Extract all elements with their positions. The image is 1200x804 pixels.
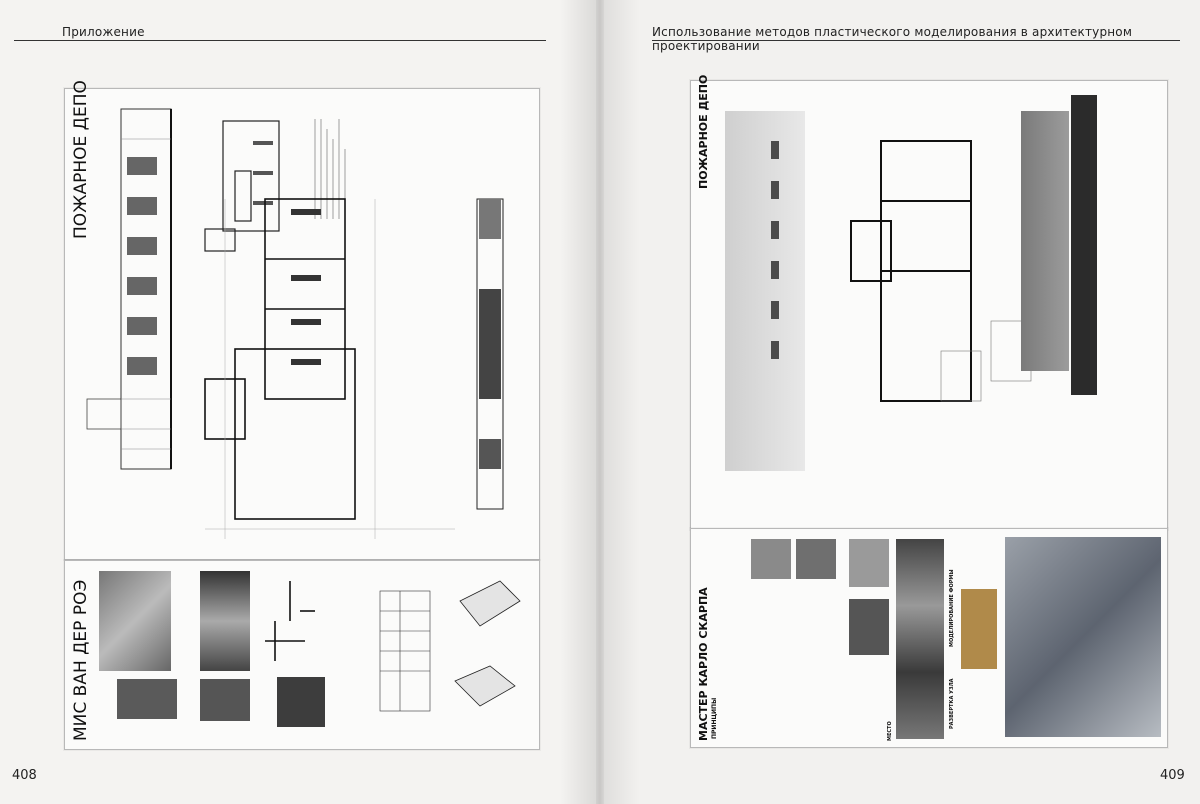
photo-curtain-wall [200,571,250,671]
left-page: Приложение ПОЖАРНОЕ ДЕПО [0,0,596,804]
page-number-left: 408 [12,768,37,783]
sheet-title: ПОЖАРНОЕ ДЕПО [697,74,710,189]
photo-scarpa-2 [796,539,836,579]
photo-facade [99,571,171,671]
sheet-title: МАСТЕР КАРЛО СКАРПА [697,587,710,741]
sheet-fire-depot-right: ПОЖАРНОЕ ДЕПО [690,75,1168,530]
facade-render [725,111,805,471]
floor-plans [850,140,1032,402]
photo-building [117,679,177,719]
page-number-right: 409 [1160,768,1185,783]
perspective-sketch [379,590,431,712]
section-render [1021,111,1069,371]
photo-scarpa-5 [896,539,944,739]
running-head-left: Приложение [62,25,145,39]
sheet-mies-left: МИС ВАН ДЕР РОЭ [64,560,540,750]
section-dark [1071,95,1097,395]
sheet-title: МИС ВАН ДЕР РОЭ [71,579,91,741]
photo-scarpa-1 [751,539,791,579]
photo-model [277,677,325,727]
axonometric-models [454,580,521,707]
section-modeling-label: МОДЕЛИРОВАНИЕ ФОРМЫ [949,569,955,647]
floor-plan-drawing [204,198,455,539]
plan-diagram [265,581,315,661]
site-plan-drawing [204,120,280,252]
section-place-label: МЕСТО [887,721,893,741]
photo-scarpa-3 [849,539,889,587]
elevation-drawing [86,108,172,470]
photo-scarpa-4 [849,599,889,655]
header-rule-left [14,40,546,41]
right-page: Использование методов пластического моде… [604,0,1200,804]
facade-windows [771,141,779,359]
section-node-label: РАЗВЕРТКА УЗЛА [949,678,955,729]
photo-wood-model [961,589,997,669]
section-principles-label: ПРИНЦИПЫ [711,697,718,739]
photo-model-top-view [1005,537,1161,737]
sheet-scarpa-right: МАСТЕР КАРЛО СКАРПА ПРИНЦИПЫ МОДЕЛИРОВАН… [690,528,1168,748]
running-head-right: Использование методов пластического моде… [652,25,1133,53]
sheet-fire-depot-left: ПОЖАРНОЕ ДЕПО [64,80,540,560]
section-drawing [476,198,504,510]
legend-block [314,119,346,219]
photo-pavilion [200,679,250,721]
header-rule-right [652,40,1180,41]
